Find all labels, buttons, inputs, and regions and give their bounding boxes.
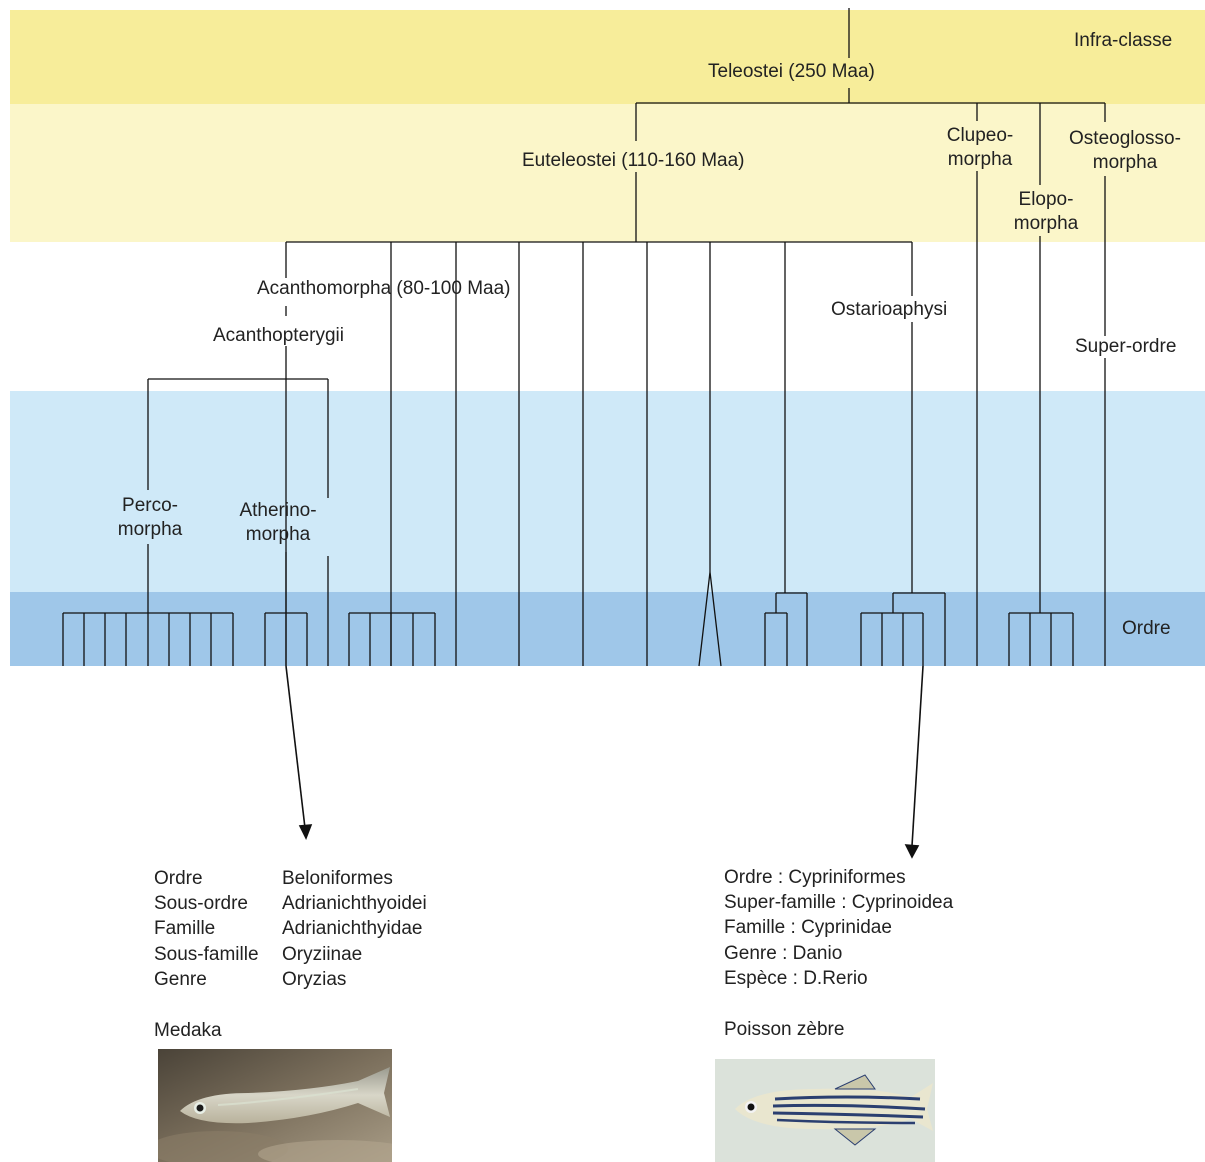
medaka-arrow-line: [285, 665, 306, 829]
zebrafish-name: Poisson zèbre: [724, 1019, 845, 1040]
zebrafish-arrow-line: [911, 665, 924, 847]
elopomorpha-label-line2: morpha: [1013, 213, 1079, 234]
teleostei-branch: [635, 88, 1106, 185]
ostarioaphysi-label: Ostarioaphysi: [831, 299, 948, 320]
osteoglossomorpha-label-line2: morpha: [1092, 152, 1158, 173]
comb-785-orders: [764, 592, 808, 666]
band-infraclass: [10, 10, 1205, 104]
band-lower: [10, 391, 1205, 592]
acanthopterygii-branch: [147, 378, 329, 666]
atherinomorpha-orders: [264, 612, 308, 666]
zebrafish-line: Super-famille : Cyprinoidea: [724, 892, 954, 914]
zebrafish-line: Ordre : Cypriniformes: [724, 867, 906, 888]
zebrafish-taxonomy: Ordre : Cypriniformes Super-famille : Cy…: [724, 865, 953, 991]
percomorpha-label: Perco- morpha: [108, 494, 192, 542]
band-order: [10, 592, 1205, 666]
percomorpha-label-line2: morpha: [117, 519, 183, 540]
medaka-rank: Sous-famille: [154, 943, 259, 965]
zebrafish-arrowhead: [904, 844, 920, 859]
medaka-value: Adrianichthyoidei: [282, 893, 427, 915]
rank-infraclass-label: Infra-classe: [1074, 30, 1173, 51]
zebrafish-line: Espèce : D.Rerio: [724, 967, 868, 989]
lineage-lines: [390, 242, 913, 666]
medaka-value-column: Beloniformes Adrianichthyoidei Adrianich…: [282, 866, 427, 992]
wedge-clade: [698, 571, 722, 667]
percomorpha-label-line1: Perco-: [122, 495, 178, 516]
clupeomorpha-label: Clupeo- morpha: [940, 124, 1020, 172]
rank-order-label: Ordre: [1122, 618, 1171, 639]
clupeomorpha-label-line1: Clupeo-: [946, 125, 1014, 146]
acanthomorpha-label: Acanthomorpha (80-100 Maa): [257, 278, 511, 299]
elopomorpha-label-line1: Elopo-: [1018, 189, 1074, 210]
medaka-value: Adrianichthyidae: [282, 918, 423, 940]
band-cohort: [10, 104, 1205, 242]
medaka-photo: [158, 1049, 392, 1162]
acanthopterygii-label: Acanthopterygii: [213, 325, 344, 346]
medaka-value: Oryziinae: [282, 943, 363, 965]
elopomorpha-orders: [1008, 612, 1074, 666]
rank-superorder-label: Super-ordre: [1075, 336, 1177, 357]
atherinomorpha-label-line2: morpha: [245, 524, 311, 545]
ostarioaphysi-orders: [860, 592, 946, 666]
medaka-name: Medaka: [154, 1020, 222, 1041]
teleostei-label: Teleostei (250 Maa): [708, 61, 875, 82]
medaka-rank: Sous-ordre: [154, 893, 248, 915]
medaka-arrowhead: [298, 824, 313, 840]
euteleostei-branch: [286, 172, 912, 243]
euteleostei-label: Euteleostei (110-160 Maa): [522, 150, 745, 171]
zebrafish-line: Genre : Danio: [724, 942, 843, 964]
medaka-value: Beloniformes: [282, 868, 393, 889]
medaka-rank: Ordre: [154, 868, 203, 889]
zebrafish-fish-image: [715, 1059, 935, 1162]
elopomorpha-label: Elopo- morpha: [1006, 188, 1086, 236]
osteoglossomorpha-label: Osteoglosso- morpha: [1058, 127, 1192, 175]
zebrafish-photo: [715, 1059, 935, 1162]
osteoglossomorpha-label-line1: Osteoglosso-: [1069, 128, 1181, 149]
percomorpha-orders: [62, 612, 234, 666]
comb-391-orders: [348, 612, 436, 666]
atherinomorpha-label: Atherino- morpha: [230, 499, 326, 547]
medaka-fish-image: [158, 1049, 392, 1162]
medaka-rank: Genre: [154, 968, 207, 990]
atherinomorpha-label-line1: Atherino-: [239, 500, 317, 521]
medaka-rank: Famille: [154, 918, 216, 940]
medaka-value: Oryzias: [282, 968, 347, 990]
clupeomorpha-label-line2: morpha: [947, 149, 1013, 170]
medaka-rank-column: Ordre Sous-ordre Famille Sous-famille Ge…: [154, 866, 259, 992]
zebrafish-line: Famille : Cyprinidae: [724, 917, 892, 939]
